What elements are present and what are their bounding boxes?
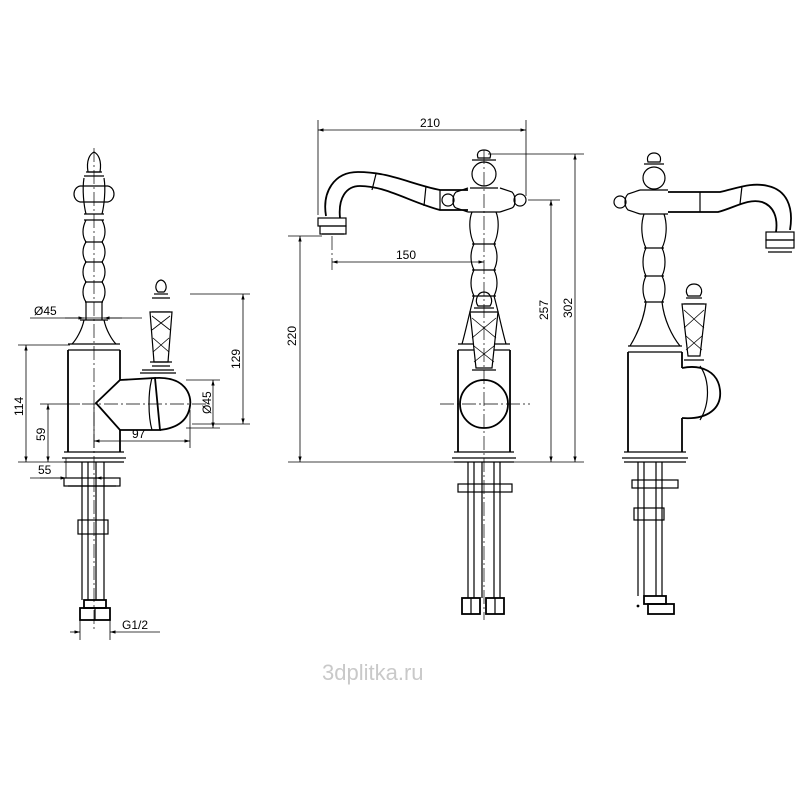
dim-side-base-55: 55	[30, 458, 120, 480]
dim-side-handle-diameter: Ø45	[186, 379, 220, 429]
dim-overall-height-302: 302	[488, 153, 584, 462]
dim-text-front-hole: Ø45	[34, 304, 57, 318]
right-spout	[668, 183, 795, 253]
dim-side-height-129: 129	[190, 293, 250, 425]
dim-text-302: 302	[561, 298, 575, 318]
right-body-column	[628, 213, 682, 353]
right-view	[613, 152, 795, 615]
front-supply-pipes	[457, 462, 513, 615]
dim-side-depth-97: 97	[93, 404, 191, 448]
dim-text-129: 129	[229, 349, 243, 369]
watermark: 3dplitka.ru	[322, 660, 424, 685]
front-spout	[317, 171, 468, 235]
dim-front-hole-diameter: Ø45	[30, 304, 142, 320]
dim-text-thread: G1/2	[122, 618, 148, 632]
front-view: 210 150 220 257 302	[285, 116, 584, 620]
dim-outlet-height-220: 220	[285, 235, 456, 463]
right-top-cross	[613, 152, 668, 215]
dim-spout-outlet-150: 150	[332, 248, 484, 264]
dim-text-257: 257	[537, 300, 551, 320]
dim-text-59: 59	[34, 427, 48, 441]
dim-thread-g12: G1/2	[70, 618, 160, 640]
right-crystal-lever	[681, 283, 707, 361]
side-handle-body	[94, 369, 192, 431]
dim-text-handle-diameter: Ø45	[200, 391, 214, 414]
dim-text-55: 55	[38, 463, 52, 477]
front-top-cross	[441, 149, 527, 213]
dim-height-257: 257	[512, 199, 584, 463]
side-supply-pipes	[63, 462, 121, 621]
dim-text-114: 114	[12, 397, 26, 416]
side-view: Ø45 129 Ø45 114 59 97	[12, 148, 250, 640]
dim-text-97: 97	[132, 427, 146, 441]
side-top-knob	[73, 151, 115, 215]
dim-side-height-114: 114	[12, 344, 70, 463]
dim-spout-reach-210: 210	[317, 116, 527, 215]
dim-text-220: 220	[285, 326, 299, 346]
right-supply-pipes	[631, 462, 679, 615]
dim-text-150: 150	[396, 248, 416, 262]
dim-text-210: 210	[420, 116, 440, 130]
side-crystal-lever	[149, 279, 173, 367]
right-main-body	[622, 352, 721, 463]
dim-side-height-59: 59	[34, 403, 80, 462]
